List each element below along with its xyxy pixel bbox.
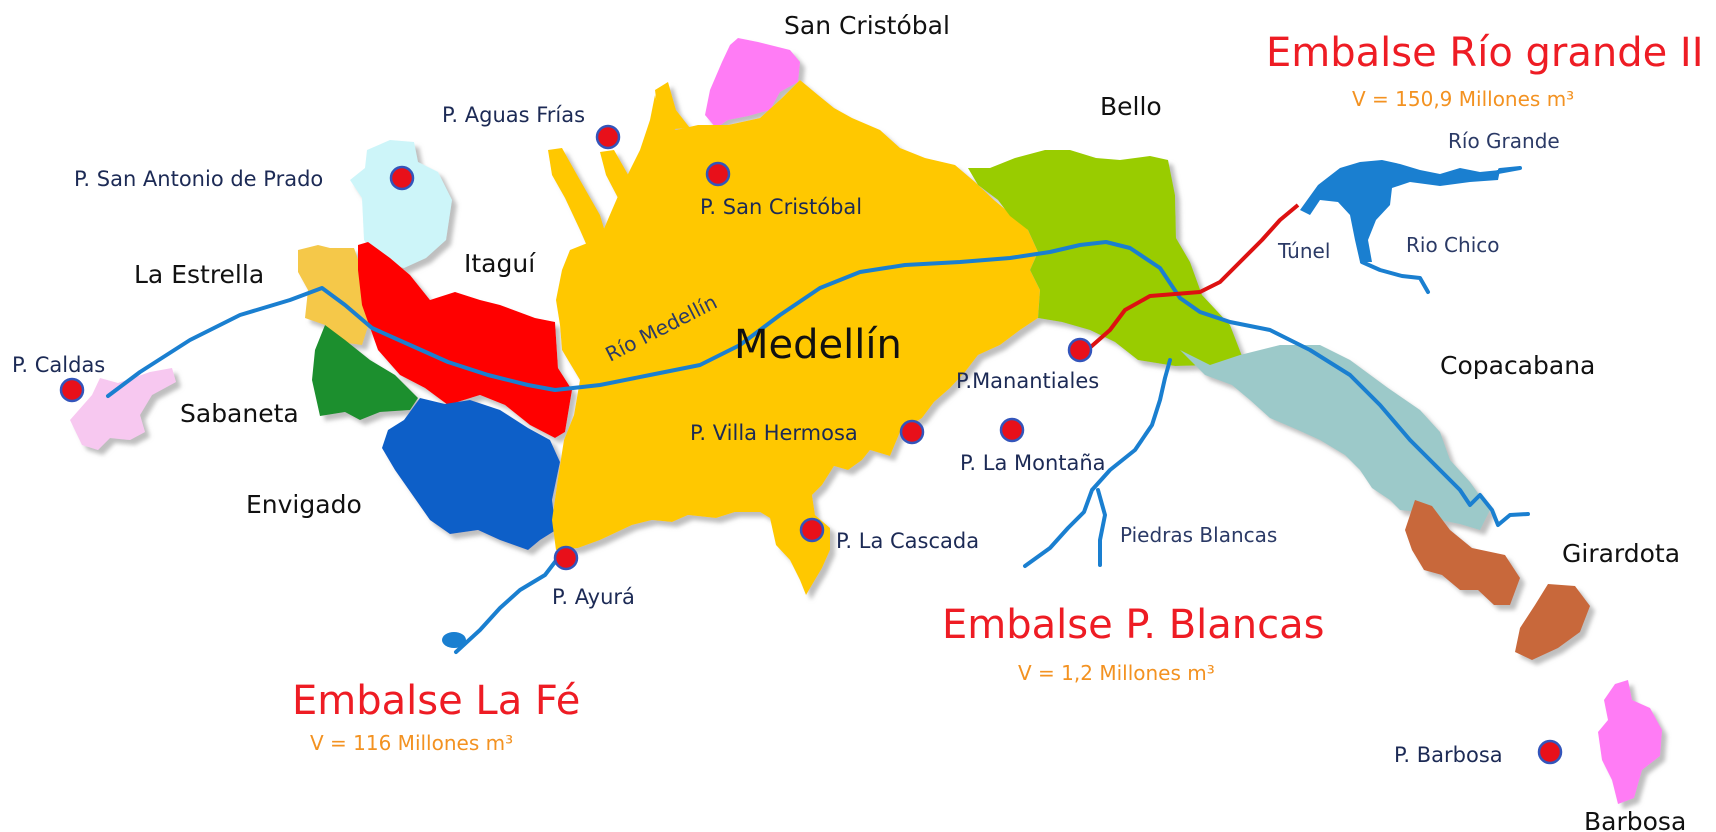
label-medellin: Medellín xyxy=(734,322,902,368)
tunnel-line xyxy=(1083,203,1300,354)
label-piedras-blancas: Piedras Blancas xyxy=(1120,523,1277,547)
rio-grande-reservoir-shape xyxy=(1300,160,1500,262)
label-volume-p-blancas: V = 1,2 Millones m³ xyxy=(1018,661,1215,685)
girardota-east-lobe xyxy=(1515,584,1590,660)
label-plant-san-antonio: P. San Antonio de Prado xyxy=(74,167,323,191)
la-fe-reservoir-shape xyxy=(442,632,466,648)
rio-medellin-line xyxy=(106,240,1530,527)
label-plant-ayura: P. Ayurá xyxy=(552,585,635,609)
plant-marker-caldas[interactable] xyxy=(59,377,85,403)
label-rio-grande: Río Grande xyxy=(1448,129,1560,153)
label-embalse-la-fe: Embalse La Fé xyxy=(292,678,580,724)
label-volume-rio-grande: V = 150,9 Millones m³ xyxy=(1352,87,1574,111)
barbosa-region xyxy=(1598,680,1662,804)
label-bello: Bello xyxy=(1100,92,1162,121)
label-la-estrella: La Estrella xyxy=(134,260,264,289)
plant-marker-san-cristobal[interactable] xyxy=(705,161,731,187)
girardota-region xyxy=(1405,500,1520,605)
label-rio-chico: Rio Chico xyxy=(1406,233,1499,257)
plant-marker-la-cascada[interactable] xyxy=(799,517,825,543)
label-barbosa: Barbosa xyxy=(1584,807,1686,832)
label-sabaneta: Sabaneta xyxy=(180,399,299,428)
plant-marker-la-montana[interactable] xyxy=(999,417,1025,443)
plant-marker-aguas-frias[interactable] xyxy=(595,124,621,150)
label-plant-manantiales: P.Manantiales xyxy=(956,369,1099,393)
label-plant-barbosa: P. Barbosa xyxy=(1394,743,1503,767)
plant-marker-ayura[interactable] xyxy=(553,545,579,571)
label-tunel: Túnel xyxy=(1277,239,1330,263)
label-plant-la-cascada: P. La Cascada xyxy=(836,529,979,553)
plant-marker-villa-hermosa[interactable] xyxy=(899,419,925,445)
copacabana-region xyxy=(1180,345,1490,530)
sabaneta-region xyxy=(312,325,418,420)
plant-marker-manantiales[interactable] xyxy=(1067,337,1093,363)
san-cristobal-region xyxy=(705,38,800,128)
label-plant-la-montana: P. La Montaña xyxy=(960,451,1106,475)
itagui-region xyxy=(358,242,572,438)
label-plant-aguas-frias: P. Aguas Frías xyxy=(442,103,585,127)
medellin-north-arm xyxy=(655,82,690,130)
label-embalse-p-blancas: Embalse P. Blancas xyxy=(942,602,1325,648)
medellin-region xyxy=(552,80,1040,595)
label-plant-san-cristobal: P. San Cristóbal xyxy=(700,195,862,219)
label-embalse-rio-grande: Embalse Río grande II xyxy=(1266,30,1704,76)
label-volume-la-fe: V = 116 Millones m³ xyxy=(310,731,513,755)
bello-region xyxy=(968,150,1242,366)
rio-chico-line xyxy=(1360,260,1430,294)
label-girardota: Girardota xyxy=(1562,539,1680,568)
medellin-finger-2 xyxy=(600,150,640,222)
la-fe-inflow-line xyxy=(454,556,560,654)
medellin-finger-1 xyxy=(548,148,610,262)
label-plant-villa-hermosa: P. Villa Hermosa xyxy=(690,421,858,445)
piedras-blancas-river-line xyxy=(1023,358,1172,568)
piedras-blancas-branch-line xyxy=(1096,488,1107,567)
label-plant-caldas: P. Caldas xyxy=(12,353,105,377)
plant-marker-barbosa[interactable] xyxy=(1537,739,1563,765)
san-antonio-de-prado-region xyxy=(350,140,452,268)
plant-marker-san-antonio[interactable] xyxy=(389,165,415,191)
label-envigado: Envigado xyxy=(246,490,362,519)
caldas-region xyxy=(70,368,176,450)
label-itagui: Itaguí xyxy=(464,249,536,278)
label-copacabana: Copacabana xyxy=(1440,351,1595,380)
label-san-cristobal: San Cristóbal xyxy=(784,11,950,40)
envigado-region xyxy=(382,398,560,550)
rio-grande-outflow-line xyxy=(1496,166,1522,174)
